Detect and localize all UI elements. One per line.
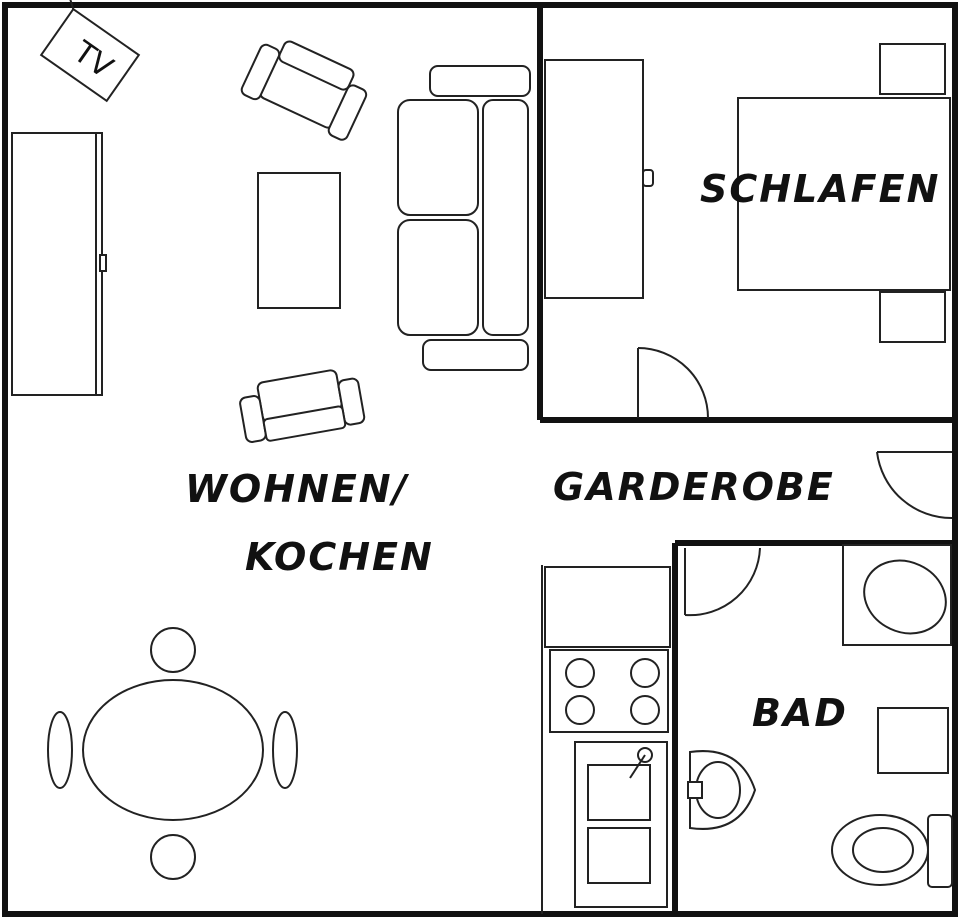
bedroom-walls (537, 5, 955, 423)
sofa (397, 65, 531, 371)
washbasin (687, 750, 757, 830)
label-wohnen: WOHNEN/ (185, 467, 410, 511)
label-garderobe: GARDEROBE (553, 465, 835, 509)
coffee-table (257, 172, 341, 309)
label-bad: BAD (752, 691, 848, 735)
kitchen-counter (544, 566, 671, 648)
dining-table (47, 627, 298, 880)
kitchen-sink (574, 741, 668, 908)
tv-icon: TV (39, 0, 141, 103)
armchair-top (240, 40, 368, 141)
label-schlafen: SCHLAFEN (700, 167, 940, 211)
stove (549, 649, 669, 733)
bathroom-cabinet (877, 707, 949, 774)
bathroom-door (684, 547, 761, 617)
bedroom-wardrobe (544, 59, 654, 299)
label-kochen: KOCHEN (245, 535, 434, 579)
toilet (831, 814, 953, 888)
entrance-door (876, 451, 953, 520)
bedroom-door (637, 347, 709, 419)
bathtub (842, 544, 952, 646)
wardrobe-left (11, 132, 107, 396)
armchair-bottom (239, 369, 366, 443)
bathroom-walls (672, 540, 955, 914)
bed (737, 43, 951, 343)
